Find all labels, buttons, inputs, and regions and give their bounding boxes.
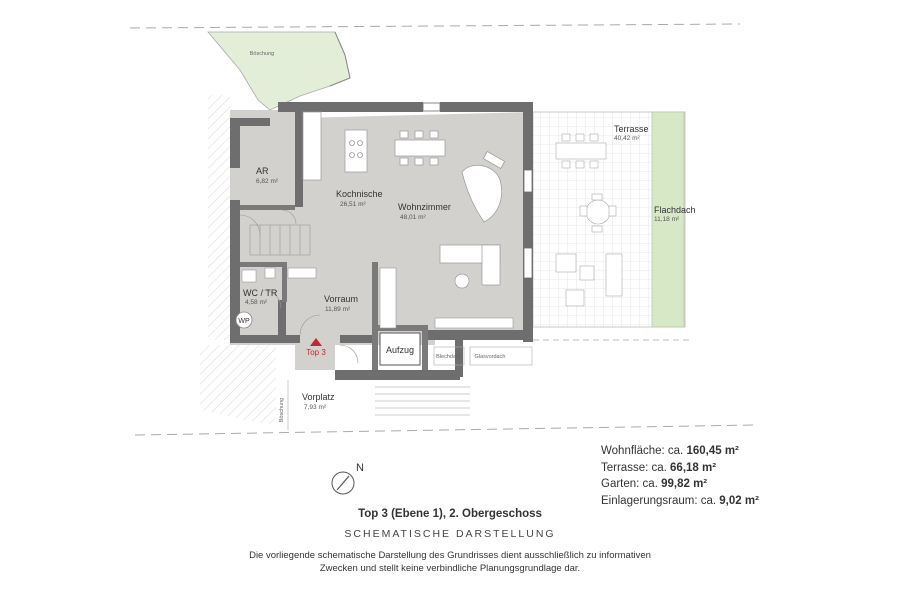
room-name-wohnzimmer: Wohnzimmer xyxy=(398,202,451,212)
staircase xyxy=(239,214,311,256)
area-row-terrasse: Terrasse: ca. 66,18 m² xyxy=(601,461,717,474)
terrace-furniture xyxy=(555,133,623,307)
elevator-label: Aufzug xyxy=(386,345,414,355)
plan-subtitle: SCHEMATISCHE DARSTELLUNG xyxy=(344,528,556,540)
disclaimer-line-1: Die vorliegende schematische Darstellung… xyxy=(249,550,651,561)
room-area-vorraum: 11,89 m² xyxy=(325,306,351,313)
room-name-wc: WC / TR xyxy=(243,288,278,298)
area-summary: Wohnfläche: ca. 160,45 m² Terrasse: ca. … xyxy=(601,443,759,509)
elevator xyxy=(379,332,421,366)
room-area-wohnzimmer: 48,01 m² xyxy=(400,214,426,221)
hatched-strip-bottom-left xyxy=(200,345,276,425)
room-name-flachdach: Flachdach xyxy=(654,205,696,215)
plan-title: Top 3 (Ebene 1), 2. Obergeschoss xyxy=(358,508,542,520)
sheet-roof-label: Blechdach xyxy=(436,354,462,360)
heat-pump-label: WP xyxy=(238,318,250,325)
area-row-wohnflaeche: Wohnfläche: ca. 160,45 m² xyxy=(601,445,739,457)
entrance-label: Top 3 xyxy=(306,348,326,357)
dining-table xyxy=(394,130,446,166)
embankment-label-2: Böschung xyxy=(279,398,285,422)
heat-pump-symbol xyxy=(235,311,253,329)
room-area-ar: 6,82 m² xyxy=(256,178,279,185)
room-name-kochnische: Kochnische xyxy=(336,189,383,199)
room-name-ar: AR xyxy=(256,166,269,176)
door-arc xyxy=(281,209,297,225)
north-label: N xyxy=(356,462,364,474)
embankment-label: Böschung xyxy=(250,51,274,57)
room-name-terrasse: Terrasse xyxy=(614,124,649,134)
area-row-garten: Garten: ca. 99,82 m² xyxy=(601,478,708,490)
room-name-vorraum: Vorraum xyxy=(324,294,358,304)
glass-canopy-label: Glasvordach xyxy=(475,354,506,360)
flat-roof-grass xyxy=(651,111,685,328)
hatched-strip-left xyxy=(208,95,230,340)
grand-piano xyxy=(461,164,502,223)
room-area-wc: 4,58 m² xyxy=(245,299,268,306)
interior-walls xyxy=(240,205,428,370)
wc-sink xyxy=(264,267,276,279)
north-arrow-icon xyxy=(331,471,355,495)
boundary-line-bottom xyxy=(134,424,756,436)
entrance-steps xyxy=(375,386,470,416)
entrance-marker-icon xyxy=(310,338,322,346)
living-room-sofa xyxy=(439,244,501,289)
glass-canopy xyxy=(469,346,533,366)
boundary-line-top xyxy=(129,23,741,29)
sheet-roof xyxy=(433,346,465,366)
disclaimer: Die vorliegende schematische Darstellung… xyxy=(0,549,900,575)
area-row-einlagerungsraum: Einlagerungsraum: ca. 9,02 m² xyxy=(601,494,759,507)
room-area-terrasse: 40,42 m² xyxy=(614,135,640,142)
kitchen-island xyxy=(344,129,368,173)
room-area-kochnische: 26,51 m² xyxy=(340,201,366,208)
kitchen-counter xyxy=(302,111,322,181)
wc-toilet xyxy=(241,269,257,283)
room-area-flachdach: 11,18 m² xyxy=(654,216,680,223)
outer-walls xyxy=(230,102,533,380)
room-name-vorplatz: Vorplatz xyxy=(302,392,335,402)
room-area-vorplatz: 7,93 m² xyxy=(304,404,327,411)
disclaimer-line-2: Zwecken und stellt keine verbindliche Pl… xyxy=(319,563,581,574)
